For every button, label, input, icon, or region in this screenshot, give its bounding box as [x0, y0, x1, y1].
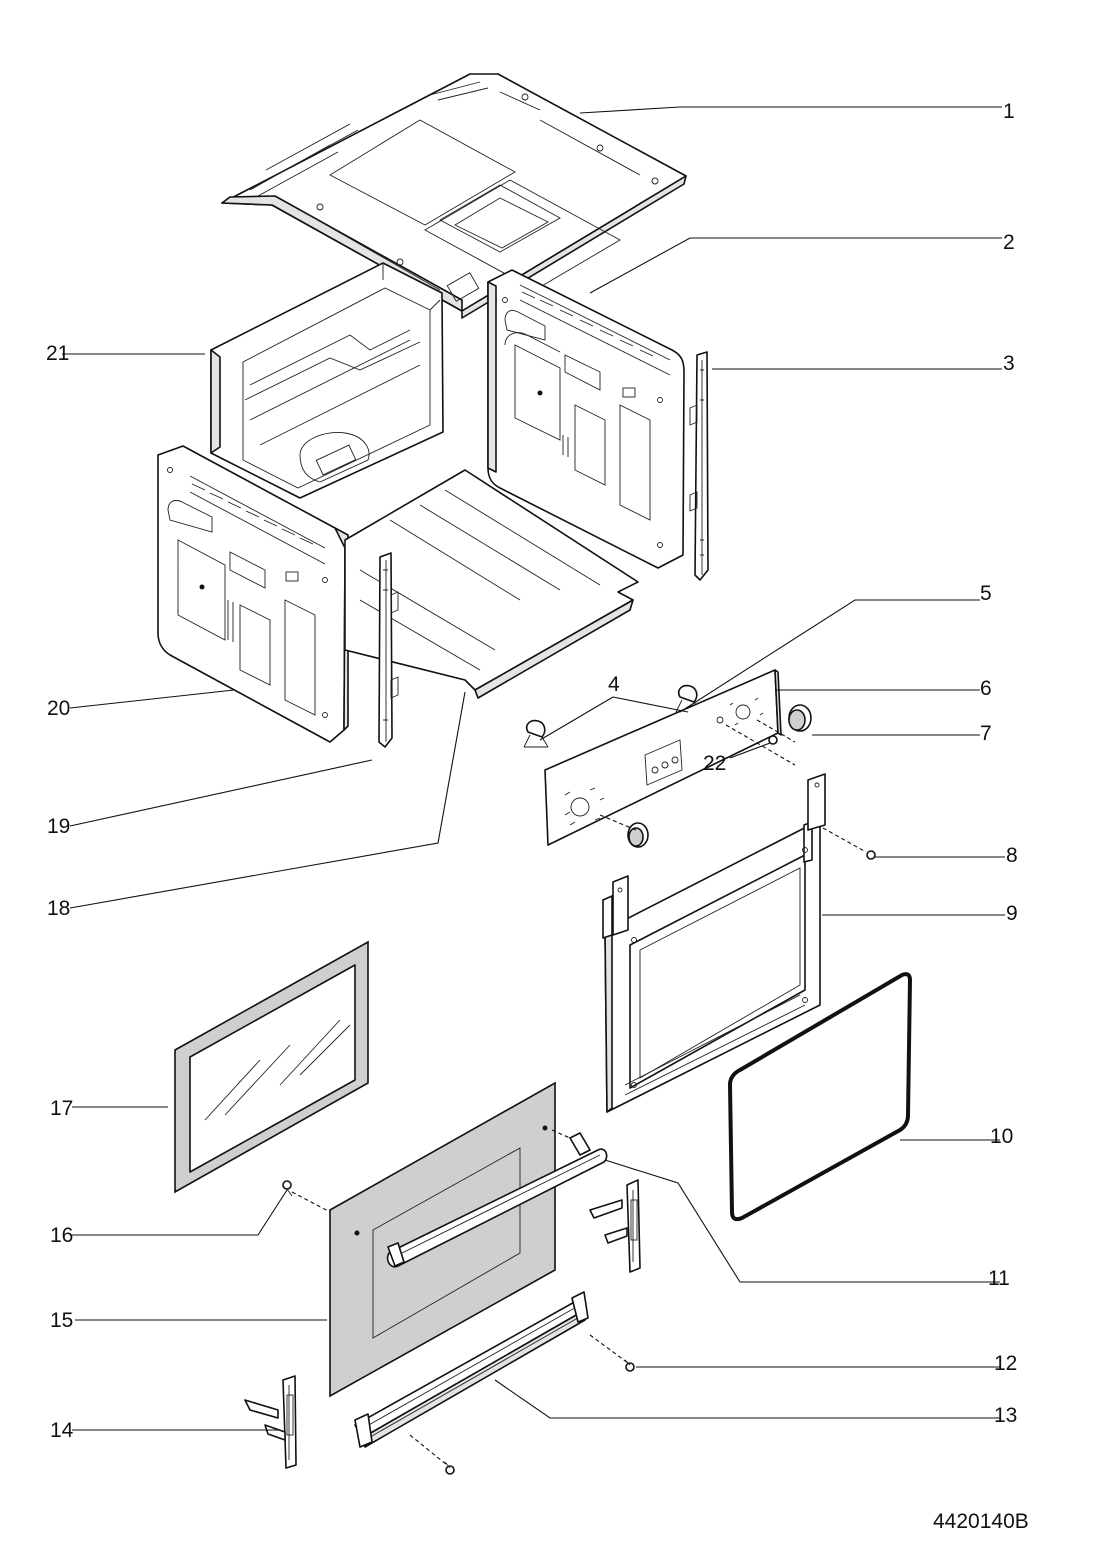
label-part-4: 4 [608, 673, 620, 696]
label-part-2: 2 [1003, 231, 1015, 254]
control-knob-right [788, 704, 812, 732]
label-part-19: 19 [47, 815, 70, 838]
label-part-22: 22 [703, 752, 726, 775]
label-part-12: 12 [994, 1352, 1017, 1375]
screw-bottom [444, 1461, 455, 1475]
label-part-8: 8 [1006, 844, 1018, 867]
label-part-14: 14 [50, 1419, 74, 1442]
leader-lines [62, 106, 1005, 1431]
door-seal [727, 972, 913, 1222]
bottom-panel [344, 469, 639, 699]
hinge-left [244, 1375, 297, 1469]
label-part-16: 16 [50, 1224, 73, 1247]
left-side-panel [157, 445, 349, 743]
label-part-1: 1 [1003, 100, 1015, 123]
control-panel [544, 669, 782, 846]
part-labels: 1 2 3 4 5 6 7 8 9 10 11 12 13 14 15 16 1… [46, 100, 1018, 1442]
label-part-17: 17 [50, 1097, 73, 1120]
right-side-panel [487, 269, 685, 569]
inner-glass [174, 940, 369, 1194]
right-shelf-runner [689, 351, 709, 581]
spindle [768, 735, 778, 745]
hinge-right [589, 1179, 641, 1273]
screw-16 [282, 1180, 293, 1197]
control-knob-left [627, 822, 649, 848]
label-part-7: 7 [980, 722, 992, 745]
assembly-lines [291, 719, 867, 1466]
label-part-13: 13 [994, 1404, 1017, 1427]
label-part-21: 21 [46, 342, 69, 365]
drawing-code: 4420140B [933, 1510, 1029, 1533]
label-part-9: 9 [1006, 902, 1018, 925]
label-part-5: 5 [980, 582, 992, 605]
label-part-18: 18 [47, 897, 70, 920]
label-part-20: 20 [47, 697, 70, 720]
plug [866, 850, 876, 860]
back-panel [210, 262, 444, 499]
label-part-10: 10 [990, 1125, 1013, 1148]
label-part-6: 6 [980, 677, 992, 700]
label-part-15: 15 [50, 1309, 73, 1332]
label-part-3: 3 [1003, 352, 1015, 375]
door-handle [386, 1132, 608, 1268]
label-part-11: 11 [988, 1267, 1010, 1290]
door-bottom-profile [354, 1291, 589, 1448]
oven-front-frame [602, 773, 826, 1113]
left-shelf-runner [378, 552, 399, 748]
screw-12 [624, 1359, 635, 1372]
